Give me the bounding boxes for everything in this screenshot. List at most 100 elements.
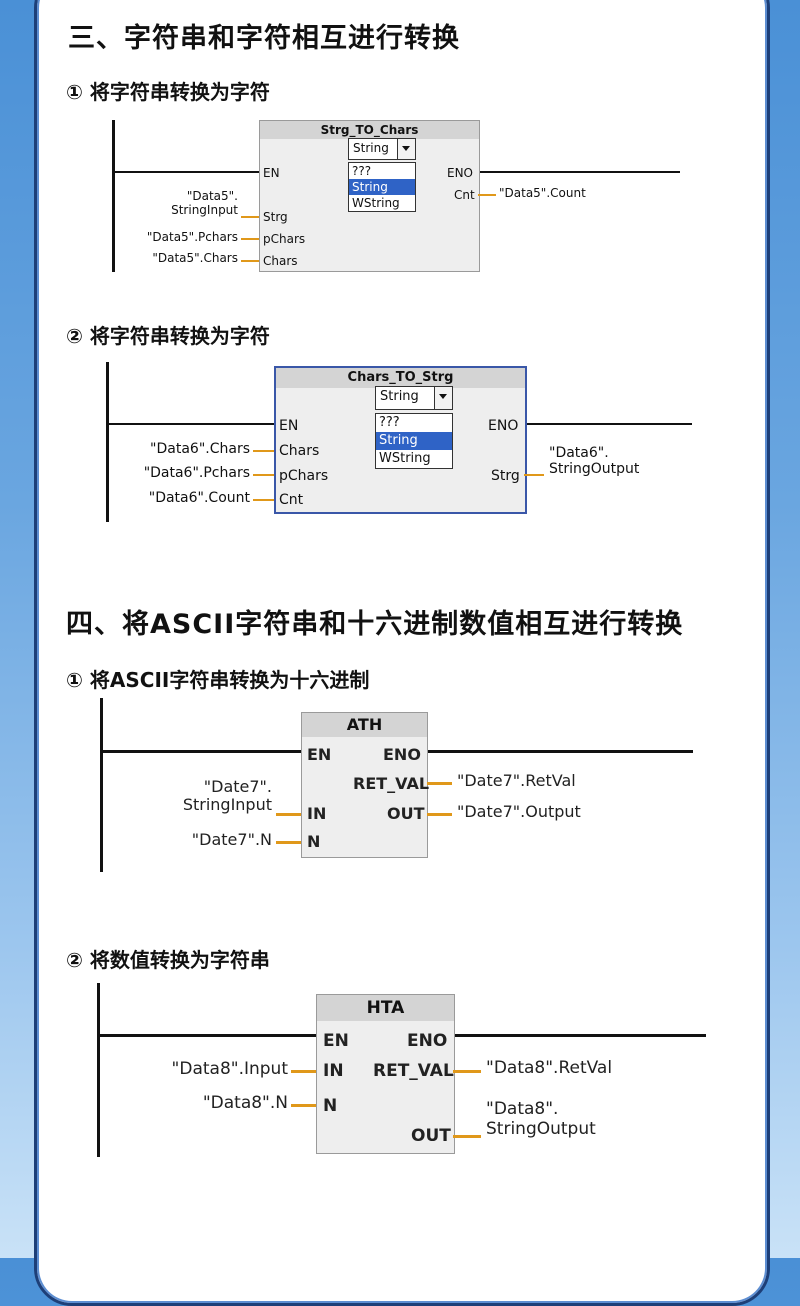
connector — [291, 1104, 316, 1107]
operand-chars[interactable]: "Data5".Chars — [152, 251, 238, 265]
en-wire — [99, 1034, 317, 1037]
type-dropdown-value: String — [353, 141, 389, 155]
operand-line: "Date7". — [203, 777, 272, 796]
power-rail — [106, 362, 109, 522]
connector — [253, 499, 274, 501]
connector — [253, 450, 274, 452]
operand-line: "Data6". — [549, 445, 609, 461]
operand-n[interactable]: "Date7".N — [191, 830, 272, 849]
connector — [241, 260, 259, 262]
type-option-list[interactable]: ??? String WString — [348, 162, 416, 212]
operand-line: StringOutput — [486, 1118, 596, 1139]
pin-in: IN — [323, 1061, 344, 1081]
pin-cnt: Cnt — [454, 188, 475, 202]
pin-out: OUT — [387, 804, 425, 823]
section3-sub2-title: ② 将字符串转换为字符 — [66, 324, 270, 348]
pin-pchars: pChars — [279, 468, 329, 484]
operand-pchars[interactable]: "Data6".Pchars — [143, 465, 250, 481]
pin-strg: Strg — [491, 468, 520, 484]
connector — [478, 194, 496, 196]
pin-pchars: pChars — [263, 232, 306, 246]
pin-ret-val: RET_VAL — [373, 1061, 454, 1081]
section3-sub1-title: ① 将字符串转换为字符 — [66, 80, 270, 104]
connector — [291, 1070, 316, 1073]
eno-wire — [524, 423, 692, 425]
pin-chars: Chars — [263, 254, 298, 268]
connector — [253, 474, 274, 476]
function-block[interactable]: ATH — [301, 712, 428, 858]
pin-out: OUT — [411, 1126, 451, 1146]
operand-chars[interactable]: "Data6".Chars — [150, 441, 250, 457]
type-option[interactable]: WString — [352, 196, 400, 210]
en-wire — [108, 423, 275, 425]
operand-cnt[interactable]: "Data6".Count — [148, 490, 250, 506]
connector — [524, 474, 544, 476]
en-wire — [114, 171, 260, 173]
eno-wire — [453, 1034, 706, 1037]
operand-line: "Data5". — [186, 189, 238, 203]
power-rail — [100, 698, 103, 872]
operand-line: StringInput — [182, 795, 272, 815]
type-option-selected[interactable]: String — [376, 432, 452, 450]
pin-cnt: Cnt — [279, 492, 304, 508]
power-rail — [97, 983, 100, 1157]
power-rail — [112, 120, 115, 272]
connector — [276, 813, 301, 816]
connector — [276, 841, 301, 844]
operand-ret-val[interactable]: "Date7".RetVal — [457, 771, 576, 790]
operand-pchars[interactable]: "Data5".Pchars — [146, 230, 238, 244]
pin-en: EN — [279, 418, 299, 434]
operand-out[interactable]: "Data8". StringOutput — [486, 1099, 596, 1139]
pin-chars: Chars — [279, 443, 320, 459]
operand-strg[interactable]: "Data6". StringOutput — [549, 445, 639, 477]
operand-in[interactable]: "Date7". StringInput — [140, 777, 272, 815]
pin-en: EN — [307, 745, 332, 764]
type-option-list[interactable]: ??? String WString — [375, 413, 453, 469]
function-block[interactable]: HTA — [316, 994, 455, 1154]
section3-title: 三、字符串和字符相互进行转换 — [68, 23, 460, 54]
eno-wire — [478, 171, 680, 173]
pin-ret-val: RET_VAL — [353, 774, 430, 793]
pin-eno: ENO — [383, 745, 421, 764]
pin-n: N — [307, 832, 321, 851]
en-wire — [102, 750, 302, 753]
chevron-down-icon[interactable] — [397, 139, 415, 159]
block-name: Strg_TO_Chars — [260, 121, 479, 139]
pin-in: IN — [307, 804, 327, 823]
operand-in[interactable]: "Data8".Input — [171, 1059, 288, 1079]
connector — [241, 216, 259, 218]
type-option[interactable]: ??? — [379, 415, 400, 430]
section4-sub2-title: ② 将数值转换为字符串 — [66, 948, 270, 972]
chevron-down-icon[interactable] — [434, 387, 452, 409]
type-option[interactable]: ??? — [352, 164, 372, 178]
operand-cnt[interactable]: "Data5".Count — [499, 186, 586, 200]
operand-line: StringOutput — [549, 461, 640, 478]
type-dropdown-value: String — [380, 389, 419, 404]
operand-out[interactable]: "Date7".Output — [457, 802, 581, 821]
block-name: ATH — [302, 713, 427, 737]
connector — [241, 238, 259, 240]
pin-eno: ENO — [407, 1031, 448, 1051]
type-dropdown[interactable]: String — [375, 386, 453, 410]
type-option-selected[interactable]: String — [349, 179, 415, 195]
connector — [427, 782, 452, 785]
pin-strg: Strg — [263, 210, 288, 224]
eno-wire — [427, 750, 693, 753]
block-name: HTA — [317, 995, 454, 1021]
operand-line: "Data8". — [486, 1099, 559, 1119]
type-dropdown[interactable]: String — [348, 138, 416, 160]
pin-n: N — [323, 1096, 338, 1116]
connector — [453, 1135, 481, 1138]
pin-en: EN — [263, 166, 280, 180]
operand-strg[interactable]: "Data5". StringInput — [120, 189, 238, 218]
type-option[interactable]: WString — [379, 451, 431, 466]
connector — [427, 813, 452, 816]
section4-title: 四、将ASCII字符串和十六进制数值相互进行转换 — [66, 609, 684, 640]
connector — [453, 1070, 481, 1073]
section4-sub1-title: ① 将ASCII字符串转换为十六进制 — [66, 668, 370, 692]
operand-n[interactable]: "Data8".N — [202, 1093, 288, 1113]
pin-eno: ENO — [488, 418, 519, 434]
pin-en: EN — [323, 1031, 349, 1051]
block-name: Chars_TO_Strg — [276, 368, 525, 388]
operand-ret-val[interactable]: "Data8".RetVal — [486, 1058, 613, 1078]
